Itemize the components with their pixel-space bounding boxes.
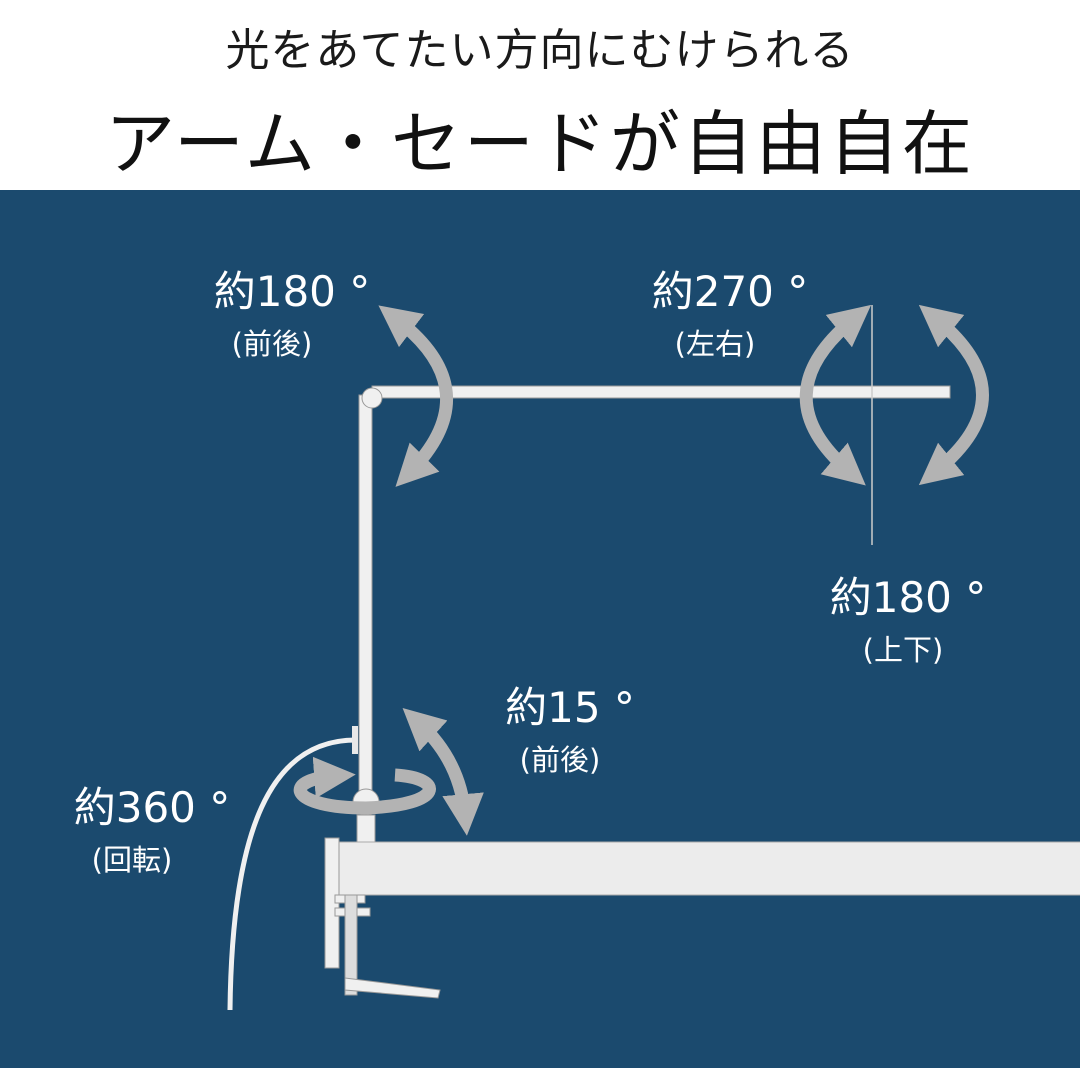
shade-vertical-label: 約180 ° (上下) xyxy=(808,564,1008,669)
lamp-pole xyxy=(358,394,373,801)
clamp-handle xyxy=(344,977,441,999)
header: 光をあてたい方向にむけられる アーム・セードが自由自在 xyxy=(0,0,1080,190)
base-swivel-label: 約360 ° (回転) xyxy=(52,774,252,879)
clamp-screw xyxy=(344,894,358,996)
arm-angle-label: 約180 ° (前後) xyxy=(192,258,392,363)
axis-text: (前後) xyxy=(231,327,313,361)
angle-text: 約180 ° xyxy=(829,573,987,622)
axis-text: (左右) xyxy=(674,327,756,361)
shade-right-arrow xyxy=(918,304,989,486)
angle-text: 約360 ° xyxy=(73,783,231,832)
angle-text: 約270 ° xyxy=(651,267,809,316)
base-tilt-label: 約15 ° (前後) xyxy=(480,674,660,779)
header-subtitle: 光をあてたい方向にむけられる xyxy=(225,25,855,76)
lamp-arm xyxy=(371,385,951,399)
axis-text: (前後) xyxy=(519,743,601,777)
diagram-panel xyxy=(0,190,1080,1068)
angle-text: 約15 ° xyxy=(505,683,635,732)
base-swivel-arrow xyxy=(293,756,436,815)
shade-left-arrow xyxy=(799,304,872,486)
header-title: アーム・セードが自由自在 xyxy=(105,103,975,185)
shade-horizontal-label: 約270 ° (左右) xyxy=(630,258,830,363)
base-tilt-arrow xyxy=(402,708,484,836)
axis-text: (上下) xyxy=(862,633,944,667)
power-cable xyxy=(227,737,357,1011)
arm-rotate-arrow xyxy=(378,305,454,487)
axis-text: (回転) xyxy=(91,843,173,877)
desk xyxy=(329,841,1080,896)
angle-text: 約180 ° xyxy=(213,267,371,316)
elbow-joint xyxy=(361,387,383,409)
